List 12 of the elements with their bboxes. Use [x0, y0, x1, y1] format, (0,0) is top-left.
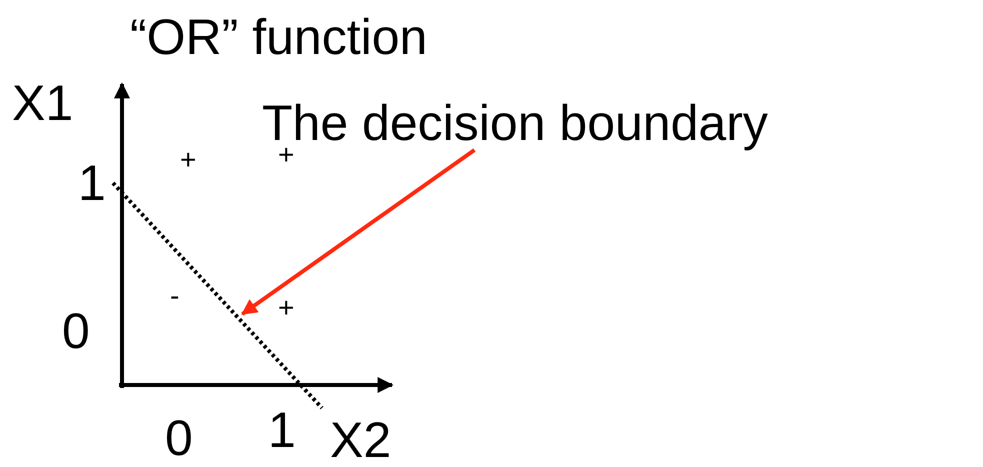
tick-label: 0 — [62, 306, 90, 356]
minus-sign: - — [170, 282, 180, 310]
tick-label: 1 — [268, 405, 296, 455]
tick-label: 0 — [165, 413, 193, 463]
tick-label: 1 — [78, 158, 106, 208]
leader-arrow — [241, 148, 476, 316]
chart-title: “OR” function — [130, 12, 428, 62]
axis-label: X1 — [12, 78, 74, 128]
plus-sign: + — [278, 294, 294, 322]
decision-boundary-line — [112, 182, 324, 410]
plus-sign: + — [180, 146, 196, 174]
axis-label: X2 — [330, 415, 392, 465]
